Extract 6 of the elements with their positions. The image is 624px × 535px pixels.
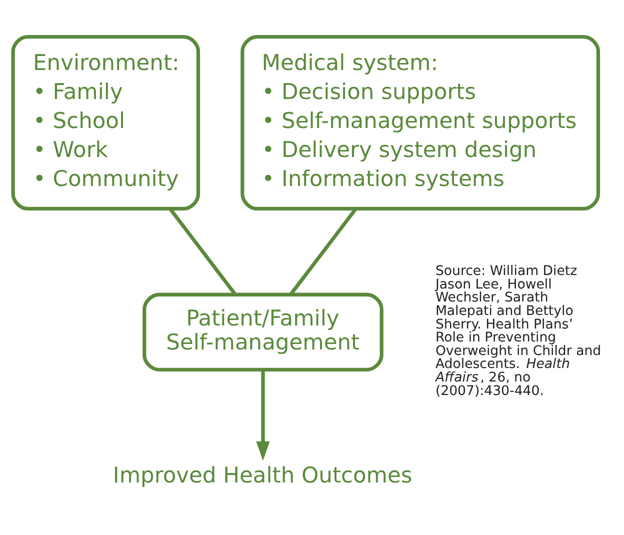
label: Source: William Dietz Jason Lee, Howell Wechsler, Sarath Malepati and Bettylo Sherry. Health Plans’ Role in Preventing Overweight in Childr and Adolescents. Health Affairs, 26, no (2007):430-440.	[435, 264, 602, 398]
node-text: Improved Health Outcomes	[112, 463, 412, 488]
node-box: Patient/Family Self-management	[142, 292, 384, 371]
node-box: Environment: • Family • School • Work • Community	[11, 34, 200, 210]
node-box: Medical system: • Decision supports • Self-management supports • Delivery system design • Information systems	[240, 34, 600, 210]
arrow	[256, 369, 270, 460]
